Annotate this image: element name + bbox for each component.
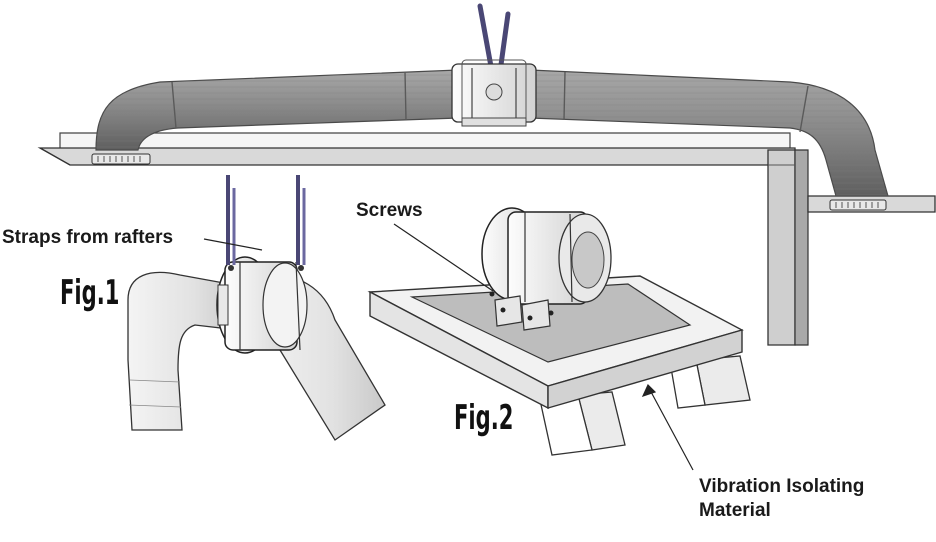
flex-duct-run (95, 69, 889, 197)
label-vibration-material: Material (699, 500, 771, 521)
inline-fan-top (451, 3, 537, 127)
figure-1-caption: Fig.1 (60, 273, 120, 313)
label-straps-from-rafters: Straps from rafters (2, 227, 174, 248)
label-screws: Screws (356, 200, 423, 221)
fig1-suspended-fan (127, 175, 386, 441)
leader-lines (203, 223, 694, 471)
figure-2-caption: Fig.2 (454, 398, 514, 438)
label-vibration-isolating: Vibration Isolating (699, 476, 865, 497)
ceiling-joist (37, 132, 936, 346)
fig2-platform-mount (367, 207, 751, 456)
